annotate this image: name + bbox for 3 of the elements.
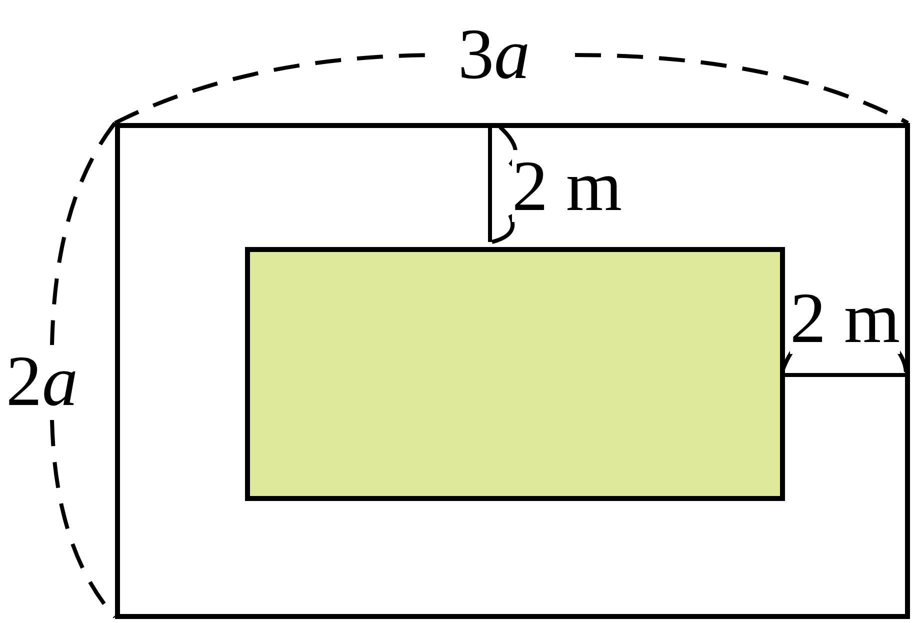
inner-rectangle (245, 247, 785, 501)
outer-rectangle (115, 123, 910, 619)
dimension-label: 2 m (512, 150, 622, 222)
